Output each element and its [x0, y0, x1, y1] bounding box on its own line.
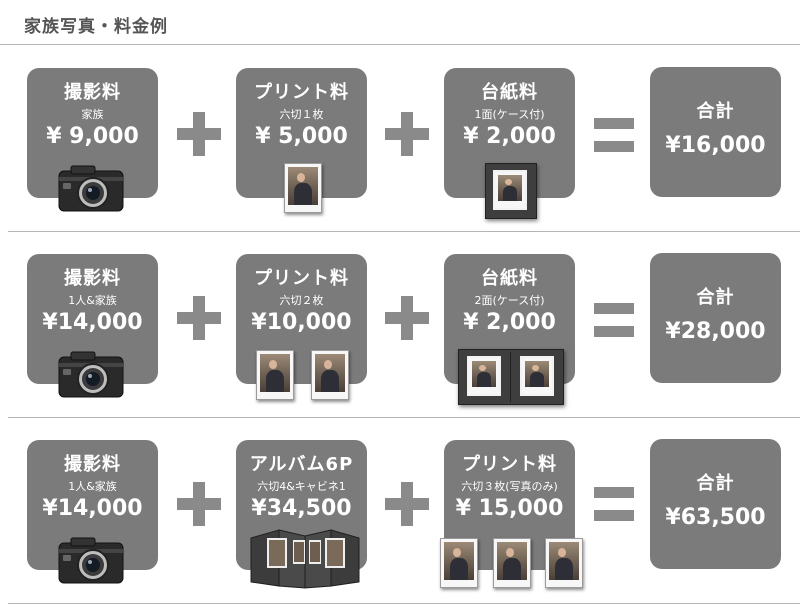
plus-icon: [177, 296, 221, 340]
equals-icon: [594, 118, 634, 152]
photo-mount: [485, 163, 537, 219]
row1-mount-fee-title: 台紙料: [481, 82, 538, 103]
row2-shooting-fee-price: ¥14,000: [42, 310, 143, 335]
page-header: 家族写真・料金例: [0, 0, 800, 45]
row3-album-price: ¥34,500: [251, 496, 352, 521]
row3-album-title: アルバム6P: [249, 454, 354, 475]
row2-total-box: 合計 ¥28,000: [650, 253, 781, 383]
row3-shooting-fee-box: 撮影料 1人&家族 ¥14,000: [27, 440, 158, 570]
row2-print-fee-title: プリント料: [254, 268, 349, 289]
row1-print-fee-price: ¥ 5,000: [255, 124, 348, 149]
row1-mount-fee-price: ¥ 2,000: [463, 124, 556, 149]
row2-total-title: 合計: [696, 287, 735, 308]
print-photo: [440, 538, 478, 588]
row3-shooting-fee-title: 撮影料: [64, 454, 121, 475]
row3-total-title: 合計: [696, 473, 735, 494]
print-photo: [256, 350, 294, 400]
plus-icon: [385, 482, 429, 526]
row3-shooting-fee-sub: 1人&家族: [68, 480, 117, 493]
row2-shooting-fee-sub: 1人&家族: [68, 294, 117, 307]
row1-total-price: ¥16,000: [665, 133, 766, 158]
plus-icon: [385, 112, 429, 156]
row-divider: [8, 417, 800, 418]
equals-icon: [594, 487, 634, 521]
plus-icon: [177, 482, 221, 526]
row2-shooting-fee-title: 撮影料: [64, 268, 121, 289]
photo-mount: [458, 349, 564, 405]
row3-album-sub: 六切4&キャビネ1: [257, 480, 346, 493]
camera-icon: [55, 163, 127, 215]
camera-icon: [55, 349, 127, 401]
row1-total-box: 合計 ¥16,000: [650, 67, 781, 197]
row1-shooting-fee-sub: 家族: [81, 108, 104, 121]
row2-mount-fee-sub: 2面(ケース付): [474, 294, 545, 307]
row2-mount-fee-price: ¥ 2,000: [463, 310, 556, 335]
row2-print-fee-price: ¥10,000: [251, 310, 352, 335]
row3-print-fee-sub: 六切３枚(写真のみ): [461, 480, 558, 493]
camera-icon: [55, 535, 127, 587]
row3-print-fee-title: プリント料: [462, 454, 557, 475]
album-icon: [250, 529, 360, 589]
row-divider: [8, 231, 800, 232]
row-divider: [8, 603, 800, 604]
print-photo: [493, 538, 531, 588]
print-photo: [311, 350, 349, 400]
row3-total-box: 合計 ¥63,500: [650, 439, 781, 569]
row3-print-fee-price: ¥ 15,000: [455, 496, 564, 521]
row1-shooting-fee-title: 撮影料: [64, 82, 121, 103]
print-photo: [545, 538, 583, 588]
plus-icon: [177, 112, 221, 156]
row2-total-price: ¥28,000: [665, 319, 766, 344]
row3-shooting-fee-price: ¥14,000: [42, 496, 143, 521]
equals-icon: [594, 303, 634, 337]
row3-total-price: ¥63,500: [665, 505, 766, 530]
row1-shooting-fee-price: ¥ 9,000: [46, 124, 139, 149]
row1-mount-fee-sub: 1面(ケース付): [474, 108, 545, 121]
page-title: 家族写真・料金例: [24, 17, 168, 37]
row1-print-fee-title: プリント料: [254, 82, 349, 103]
row2-mount-fee-title: 台紙料: [481, 268, 538, 289]
plus-icon: [385, 296, 429, 340]
row1-print-fee-sub: 六切１枚: [279, 108, 324, 121]
row1-total-title: 合計: [696, 101, 735, 122]
print-photo: [284, 163, 322, 213]
row2-print-fee-sub: 六切２枚: [279, 294, 324, 307]
